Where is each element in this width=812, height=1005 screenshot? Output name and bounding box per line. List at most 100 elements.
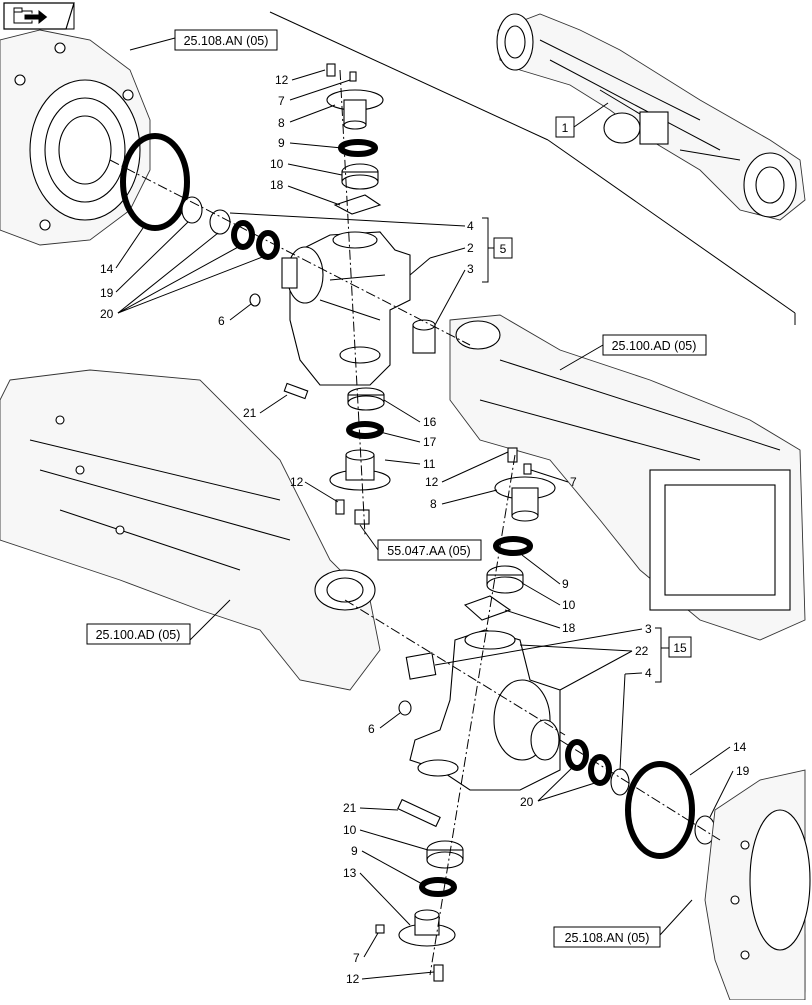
svg-text:8: 8 — [430, 497, 437, 511]
callout-3-upper: 3 — [434, 262, 474, 326]
svg-text:6: 6 — [218, 314, 225, 328]
callout-10-upper: 10 — [270, 157, 343, 176]
svg-text:4: 4 — [467, 219, 474, 233]
bearing-10-bottom — [426, 840, 464, 869]
stud-21-upper — [283, 382, 309, 400]
upper-steering-knuckle — [281, 231, 411, 386]
king-pin-8-lower — [494, 476, 556, 522]
centerline-lower-hub — [559, 739, 721, 841]
callout-20-lower: 20 — [520, 764, 599, 809]
callout-10-bottom: 10 — [343, 823, 429, 851]
svg-text:20: 20 — [100, 307, 114, 321]
shim-18-lower — [463, 595, 512, 621]
svg-text:18: 18 — [562, 621, 576, 635]
callout-12-lower: 12 — [425, 451, 509, 489]
callout-22-lower: 22 — [519, 644, 649, 691]
callout-21-upper: 21 — [243, 394, 288, 420]
svg-text:3: 3 — [645, 622, 652, 636]
callout-16-upper: 16 — [383, 399, 437, 429]
bearing-16-upper — [347, 387, 385, 411]
callout-7-lower: 7 — [530, 469, 577, 489]
ref-box-left-housing[interactable]: 25.100.AD (05) — [86, 599, 231, 645]
centerline-lower-vertical — [429, 454, 516, 976]
ref-box-lower-hub[interactable]: 25.108.AN (05) — [553, 899, 693, 948]
svg-text:14: 14 — [100, 262, 114, 276]
ref-label: 25.108.AN (05) — [565, 931, 650, 945]
callout-14-upper: 14 — [100, 224, 146, 276]
bolt-12-upper — [326, 63, 336, 77]
svg-text:2: 2 — [467, 241, 474, 255]
callout-4-lower: 4 — [619, 666, 652, 771]
svg-text:11: 11 — [423, 457, 436, 471]
bearing-10-lower — [486, 565, 524, 594]
svg-text:14: 14 — [733, 740, 747, 754]
bracket-lower — [655, 627, 669, 683]
callout-12-upper: 12 — [275, 69, 326, 87]
svg-text:10: 10 — [562, 598, 576, 612]
boxed-callout-15[interactable]: 15 — [668, 636, 692, 658]
svg-text:6: 6 — [368, 722, 375, 736]
axle-housing-left — [0, 369, 381, 691]
svg-text:4: 4 — [645, 666, 652, 680]
svg-text:22: 22 — [635, 644, 649, 658]
ring-20b-upper — [231, 220, 255, 250]
ring-20b-lower — [588, 754, 612, 786]
ref-box-upper-hub[interactable]: 25.108.AN (05) — [129, 29, 278, 51]
svg-text:16: 16 — [423, 415, 437, 429]
svg-text:12: 12 — [290, 475, 304, 489]
ref-box-lower-pin[interactable]: 55.047.AA (05) — [359, 524, 482, 561]
svg-text:3: 3 — [467, 262, 474, 276]
leader-right — [547, 139, 796, 314]
ref-box-right-housing[interactable]: 25.100.AD (05) — [559, 334, 707, 371]
seal-14-upper — [120, 133, 190, 231]
svg-text:9: 9 — [351, 844, 358, 858]
callout-12-bottom: 12 — [346, 971, 435, 986]
nut-6-lower — [398, 700, 412, 716]
lower-wheel-hub-illustration — [704, 769, 811, 1001]
ref-label: 25.108.AN (05) — [184, 34, 269, 48]
callout-7-bottom: 7 — [353, 932, 379, 965]
callout-9-upper: 9 — [278, 136, 343, 150]
svg-text:18: 18 — [270, 178, 284, 192]
back-nav-button[interactable] — [3, 2, 75, 30]
bearing-10-upper — [341, 163, 379, 190]
boxed-callout-1[interactable]: 1 — [555, 102, 609, 138]
svg-text:8: 8 — [278, 116, 285, 130]
seal-14-lower — [625, 761, 695, 859]
ring-20c-upper — [256, 230, 280, 260]
callout-13-bottom: 13 — [343, 866, 411, 926]
bolt-12-lower-right — [507, 447, 518, 463]
bushing-3-upper — [412, 319, 436, 354]
grease-fitting-7-lower-right — [523, 463, 532, 475]
callout-4-upper: 4 — [229, 212, 474, 233]
callout-19-lower: 19 — [709, 764, 750, 818]
boxed-label: 5 — [500, 242, 507, 256]
callout-18-upper: 18 — [270, 178, 341, 206]
svg-text:19: 19 — [100, 286, 114, 300]
callout-8-lower: 8 — [430, 489, 498, 511]
svg-text:21: 21 — [343, 801, 357, 815]
boxed-callout-5[interactable]: 5 — [493, 237, 513, 259]
nut-fitting-mid — [354, 509, 370, 525]
grease-fitting-7-bottom — [375, 924, 385, 934]
axle-overview-illustration — [496, 13, 806, 221]
svg-text:12: 12 — [275, 73, 289, 87]
callout-8-upper: 8 — [278, 104, 336, 130]
svg-text:21: 21 — [243, 406, 257, 420]
callout-9-bottom: 9 — [351, 844, 425, 886]
pin-11-lower — [329, 449, 391, 491]
axle-housing-right — [449, 314, 806, 641]
callout-21-lower: 21 — [343, 801, 399, 815]
leader-top — [269, 11, 549, 141]
callout-3-lower: 3 — [434, 622, 652, 666]
centerline-upper-axis — [109, 159, 471, 346]
callout-2-upper: 2 — [409, 241, 474, 276]
svg-text:10: 10 — [270, 157, 284, 171]
ref-label: 55.047.AA (05) — [387, 544, 470, 558]
callout-12-mid: 12 — [290, 475, 339, 503]
callout-17-upper: 17 — [379, 431, 437, 449]
svg-text:7: 7 — [570, 475, 577, 489]
stud-21-lower — [397, 798, 441, 828]
